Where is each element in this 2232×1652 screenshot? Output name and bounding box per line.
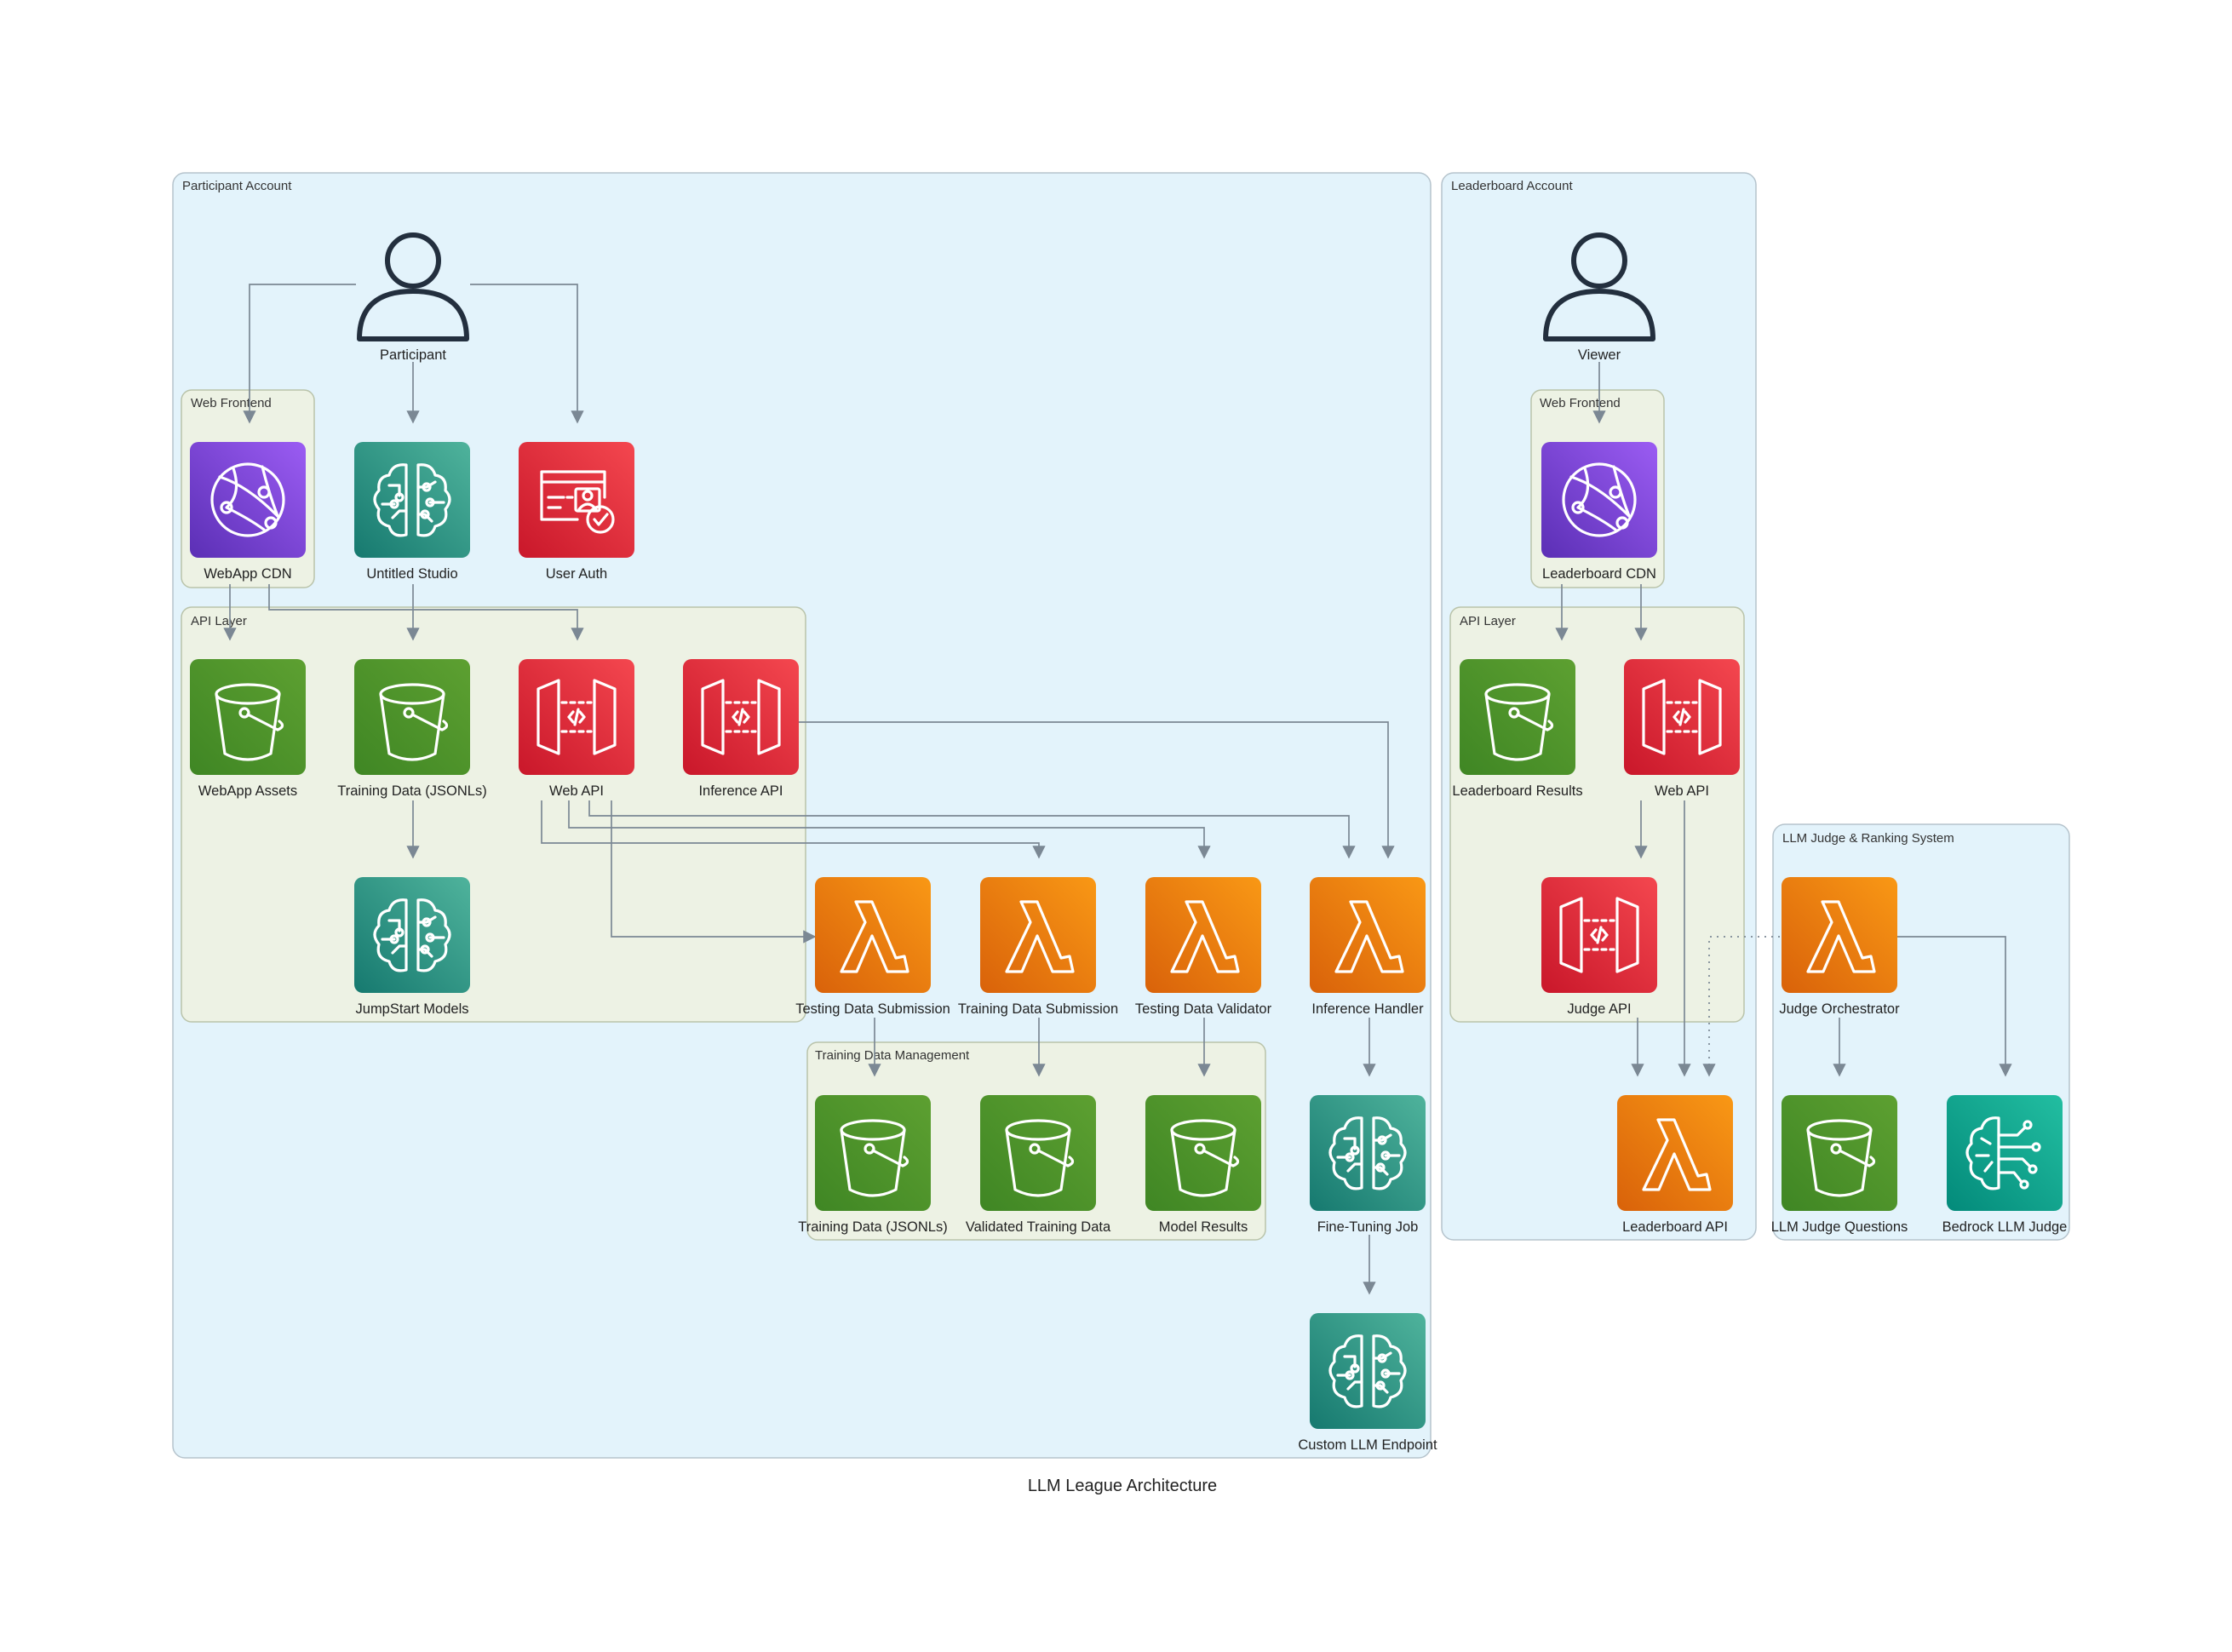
- edge-webapi-testing-validator: [568, 800, 1211, 859]
- label-webapp-assets: WebApp Assets: [198, 783, 297, 799]
- label-judge-api: Judge API: [1567, 1001, 1631, 1017]
- l-web-frontend-label: Web Frontend: [1540, 396, 1621, 410]
- diagram-title: LLM League Architecture: [1028, 1477, 1217, 1495]
- label-web-api-l: Web API: [1655, 783, 1709, 799]
- edge-cdn-web-api: [268, 584, 584, 641]
- lambda-icon-testing-submission[interactable]: [815, 877, 931, 993]
- sagemaker-brain-icon-custom-endpoint[interactable]: [1310, 1313, 1426, 1429]
- label-testing-validator: Testing Data Validator: [1135, 1001, 1272, 1017]
- s3-bucket-icon-validated-training-data[interactable]: [980, 1095, 1096, 1211]
- api-gateway-icon-inference-api[interactable]: [683, 659, 799, 775]
- s3-bucket-icon-webapp-assets[interactable]: [190, 659, 306, 775]
- l-api-layer-label: API Layer: [1460, 614, 1516, 628]
- lambda-icon-testing-validator[interactable]: [1145, 877, 1261, 993]
- training-data-mgmt-label: Training Data Management: [815, 1048, 970, 1063]
- edge-webapi-testing-submission: [611, 800, 817, 944]
- label-testing-submission: Testing Data Submission: [795, 1001, 950, 1017]
- api-gateway-icon-web-api-p[interactable]: [519, 659, 634, 775]
- s3-bucket-icon-leaderboard-results[interactable]: [1460, 659, 1575, 775]
- edge-webapi-inference-handler: [588, 800, 1356, 859]
- p-api-layer-cluster: API Layer: [181, 606, 806, 1023]
- s3-bucket-icon-judge-questions[interactable]: [1782, 1095, 1897, 1211]
- label-participant: Participant: [380, 347, 446, 363]
- sagemaker-brain-icon-jumpstart[interactable]: [354, 877, 470, 993]
- sagemaker-brain-icon-finetuning[interactable]: [1310, 1095, 1426, 1211]
- edge-participant-webapp-cdn: [243, 284, 356, 424]
- label-judge-orchestrator: Judge Orchestrator: [1779, 1001, 1900, 1017]
- label-custom-endpoint: Custom LLM Endpoint: [1298, 1437, 1437, 1453]
- cloudfront-icon-leaderboard-cdn[interactable]: [1541, 442, 1657, 558]
- label-judge-questions: LLM Judge Questions: [1771, 1219, 1908, 1235]
- label-inference-api: Inference API: [698, 783, 783, 799]
- label-training-data-1: Training Data (JSONLs): [337, 783, 486, 799]
- label-leaderboard-cdn: Leaderboard CDN: [1542, 566, 1656, 582]
- s3-bucket-icon-model-results[interactable]: [1145, 1095, 1261, 1211]
- label-web-api-p: Web API: [549, 783, 604, 799]
- label-jumpstart: JumpStart Models: [356, 1001, 469, 1017]
- label-validated-training-data: Validated Training Data: [966, 1219, 1111, 1235]
- edge-webapi-training-submission: [541, 800, 1046, 859]
- label-bedrock-judge: Bedrock LLM Judge: [1942, 1219, 2068, 1235]
- lambda-icon-training-submission[interactable]: [980, 877, 1096, 993]
- participant-account-label: Participant Account: [182, 179, 292, 193]
- label-leaderboard-api: Leaderboard API: [1622, 1219, 1728, 1235]
- label-webapp-cdn: WebApp CDN: [204, 566, 291, 582]
- leaderboard-account-label: Leaderboard Account: [1451, 179, 1573, 193]
- s3-bucket-icon-training-data-1[interactable]: [354, 659, 470, 775]
- node-labels: Participant Viewer WebApp CDN Untitled S…: [198, 347, 2067, 1453]
- label-finetuning-job: Fine-Tuning Job: [1317, 1219, 1419, 1235]
- label-user-auth: User Auth: [546, 566, 607, 582]
- llm-judge-system-label: LLM Judge & Ranking System: [1782, 831, 1954, 846]
- edges: [223, 284, 2012, 1295]
- label-viewer: Viewer: [1578, 347, 1621, 363]
- lambda-icon-judge-orchestrator[interactable]: [1782, 877, 1897, 993]
- p-web-frontend-label: Web Frontend: [191, 396, 272, 410]
- label-model-results: Model Results: [1159, 1219, 1248, 1235]
- lambda-icon-inference-handler[interactable]: [1310, 877, 1426, 993]
- api-gateway-icon-web-api-l[interactable]: [1624, 659, 1740, 775]
- edge-inference-api-handler: [799, 721, 1395, 859]
- label-training-submission: Training Data Submission: [958, 1001, 1118, 1017]
- lambda-icon-leaderboard-api[interactable]: [1617, 1095, 1733, 1211]
- cloudfront-icon-webapp-cdn[interactable]: [190, 442, 306, 558]
- label-inference-handler: Inference Handler: [1311, 1001, 1424, 1017]
- label-untitled-studio: Untitled Studio: [366, 566, 457, 582]
- sagemaker-brain-icon-studio[interactable]: [354, 442, 470, 558]
- api-gateway-icon-judge-api[interactable]: [1541, 877, 1657, 993]
- bedrock-icon-llm-judge[interactable]: [1947, 1095, 2063, 1211]
- p-api-layer-label: API Layer: [191, 614, 247, 628]
- edge-orchestrator-bedrock: [1897, 936, 2012, 1077]
- s3-bucket-icon-training-data-2[interactable]: [815, 1095, 931, 1211]
- label-leaderboard-results: Leaderboard Results: [1452, 783, 1582, 799]
- label-training-data-2: Training Data (JSONLs): [798, 1219, 947, 1235]
- cognito-auth-icon-user-auth[interactable]: [519, 442, 634, 558]
- edge-participant-user-auth: [470, 284, 584, 424]
